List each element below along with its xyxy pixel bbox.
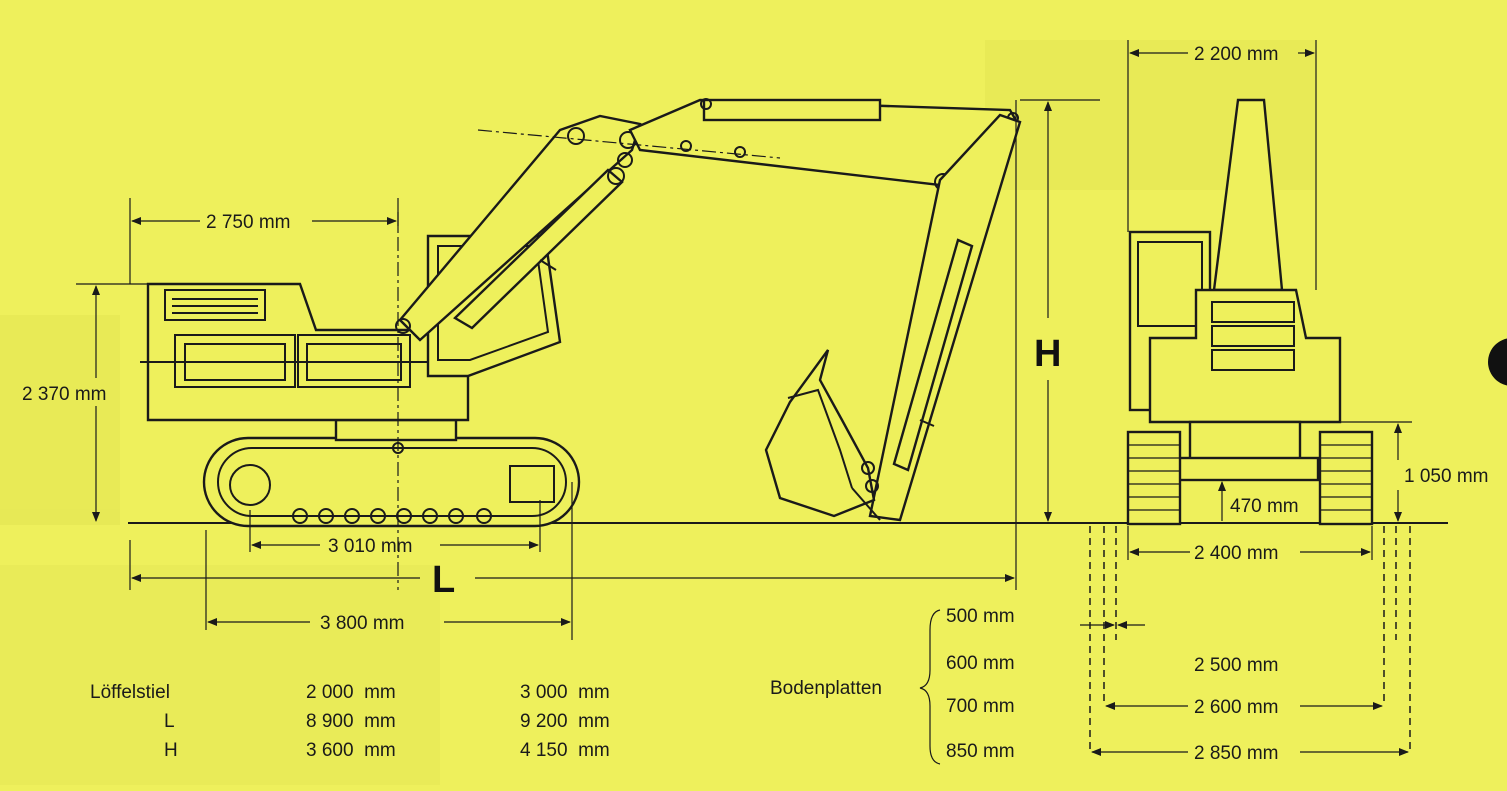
label-2400: 2 400 mm bbox=[1194, 543, 1278, 564]
side-view-excavator bbox=[140, 98, 1022, 590]
table-row-label: H bbox=[164, 740, 178, 761]
symbol-L: L bbox=[432, 559, 455, 601]
label-2600: 2 600 mm bbox=[1194, 697, 1278, 718]
front-view-excavator bbox=[1089, 98, 1411, 752]
plate-size-700: 700 mm bbox=[946, 696, 1015, 717]
label-470: 470 mm bbox=[1230, 496, 1299, 517]
bodenplatten-list: Bodenplatten 500 mm 600 mm 700 mm 850 mm bbox=[770, 606, 1015, 762]
bodenplatten-label: Bodenplatten bbox=[770, 678, 882, 699]
label-2500: 2 500 mm bbox=[1194, 655, 1278, 676]
table-cell: 2 000 mm bbox=[306, 682, 396, 703]
dimension-lines bbox=[76, 40, 1412, 765]
label-2370: 2 370 mm bbox=[22, 384, 106, 405]
dimension-labels: 2 750 mm 2 370 mm 3 010 mm 3 800 mm L H … bbox=[22, 44, 1488, 764]
plate-size-500: 500 mm bbox=[946, 606, 1015, 627]
binding-hole bbox=[1488, 338, 1507, 386]
plate-size-850: 850 mm bbox=[946, 741, 1015, 762]
label-2850: 2 850 mm bbox=[1194, 743, 1278, 764]
table-row-label: L bbox=[164, 711, 175, 732]
show-through-texture bbox=[0, 40, 1315, 785]
arm-table: Löffelstiel 2 000 mm 3 000 mm L 8 900 mm… bbox=[90, 682, 610, 761]
table-cell: 3 000 mm bbox=[520, 682, 610, 703]
table-cell: 4 150 mm bbox=[520, 740, 610, 761]
label-2200: 2 200 mm bbox=[1194, 44, 1278, 65]
symbol-H: H bbox=[1034, 333, 1061, 375]
table-cell: 3 600 mm bbox=[306, 740, 396, 761]
table-cell: 9 200 mm bbox=[520, 711, 610, 732]
label-3800: 3 800 mm bbox=[320, 613, 404, 634]
table-cell: 8 900 mm bbox=[306, 711, 396, 732]
label-1050: 1 050 mm bbox=[1404, 466, 1488, 487]
plate-size-600: 600 mm bbox=[946, 653, 1015, 674]
table-row-label: Löffelstiel bbox=[90, 682, 170, 703]
label-2750: 2 750 mm bbox=[206, 212, 290, 233]
label-3010: 3 010 mm bbox=[328, 536, 412, 557]
